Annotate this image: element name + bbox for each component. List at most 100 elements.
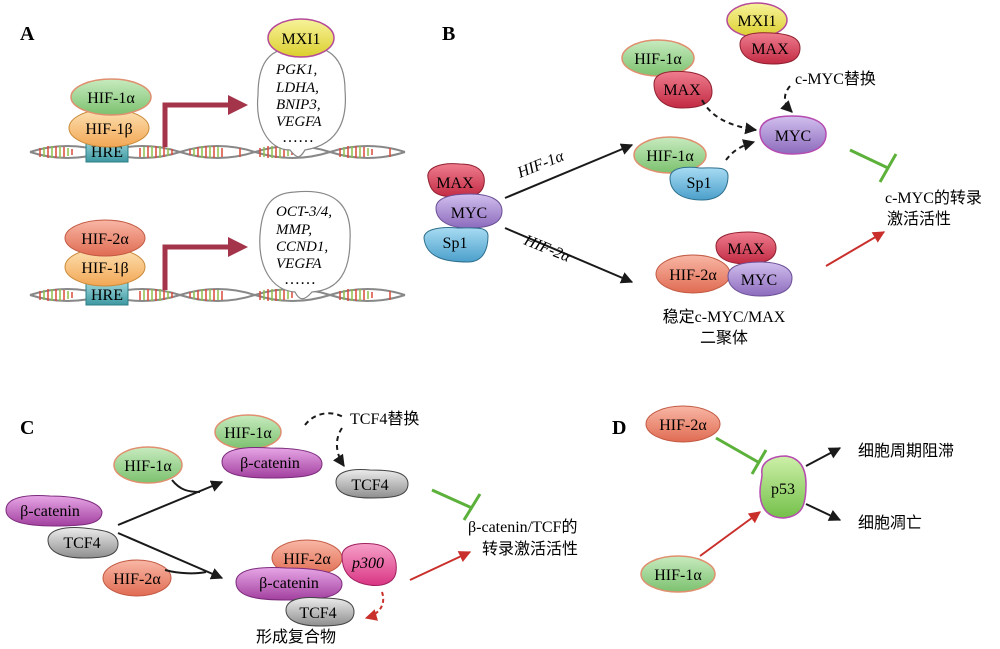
dashed-arrow-sp1-to-myc — [725, 139, 756, 161]
p300-blob — [341, 543, 397, 586]
hif2a-label-c-free: HIF-2α — [113, 571, 161, 588]
inhibit-line-b — [849, 148, 889, 170]
panel-d-label: D — [612, 417, 626, 439]
arrow-b-hif2-label: HIF-2α — [521, 232, 574, 266]
gene-top-1: PGK1, — [275, 62, 317, 78]
hif1a-label-b-mid: HIF-1α — [646, 148, 694, 165]
hif1a-label-top: HIF-1α — [87, 90, 135, 107]
myc-blob-b-stable — [727, 261, 793, 297]
gene-bottom-1: OCT-3/4, — [276, 204, 332, 220]
bcat-label-c-left: β-catenin — [20, 503, 80, 520]
tcf4-label-c-left: TCF4 — [63, 535, 100, 552]
arrow-b-hif2 — [504, 227, 634, 284]
gene-top-4: VEGFA — [276, 114, 322, 130]
arrow-c-hif2 — [117, 532, 224, 580]
mxi1-blob-a — [267, 18, 335, 58]
hif2a-label-b: HIF-2α — [669, 267, 717, 284]
tcf4-replace-label: TCF4替换 — [350, 410, 419, 428]
bcat-blob-c-top — [221, 447, 323, 479]
sp1-blob-b-left — [423, 227, 489, 263]
mxi1-label-b: MXI1 — [737, 13, 776, 30]
hif1b-label-top: HIF-1β — [85, 121, 132, 138]
hif1a-label-d: HIF-1α — [654, 567, 702, 584]
hif1a-label-c-free: HIF-1α — [124, 458, 172, 475]
p53-label: p53 — [771, 481, 795, 498]
panel-a-label: A — [20, 23, 35, 45]
hif2a-blob-c-free — [102, 559, 172, 597]
transcription-arrow-bottom — [162, 244, 230, 290]
hif1a-blob-d — [640, 555, 716, 593]
arrow-d-arrest — [805, 447, 842, 467]
dashed-arrow-max-to-myc — [701, 99, 758, 135]
tcf4-blob-c-complex — [285, 597, 355, 627]
bcat-blob-c-complex — [235, 567, 343, 601]
gene-bubble-bottom — [259, 190, 351, 300]
gene-bubble-top — [256, 45, 347, 158]
myc-replace-label: c-MYC替换 — [795, 70, 876, 88]
max-label-b-stable: MAX — [727, 241, 765, 258]
max-label-b-left: MAX — [436, 175, 474, 192]
apoptosis-label: 细胞凋亡 — [858, 514, 922, 532]
dna-strand-bottom — [29, 288, 406, 302]
max-blob-b-stable — [715, 231, 777, 265]
inhibit-line-d — [715, 436, 759, 464]
hre-label-top: HRE — [91, 144, 123, 161]
sp1-label-b-mid: Sp1 — [687, 175, 712, 192]
bcat-blob-c-left — [5, 495, 103, 527]
bcat-label-c-top: β-catenin — [240, 455, 300, 472]
stable-dimer-line1: 稳定c-MYC/MAX — [663, 308, 786, 326]
cell-cycle-arrest-label: 细胞周期阻滞 — [858, 442, 954, 460]
inhibit-line-c — [431, 488, 473, 510]
max-label-b-mxi: MAX — [751, 41, 789, 58]
dashed-arrow-replace-to-myc — [780, 85, 793, 113]
gene-bottom-3: CCND1, — [276, 239, 328, 255]
hif2a-label-d: HIF-2α — [659, 417, 707, 434]
hif1a-blob-top — [70, 78, 152, 116]
hre-label-bottom: HRE — [91, 287, 123, 304]
panel-b-label: B — [442, 23, 455, 45]
sp1-label-b-left: Sp1 — [443, 235, 468, 252]
myc-label-b-stable: MYC — [741, 272, 777, 289]
hif1a-label-b-top: HIF-1α — [634, 51, 682, 68]
myc-activity-line2: 激活活性 — [887, 210, 951, 228]
myc-blob-b-left — [435, 193, 503, 229]
panel-c-label: C — [20, 417, 34, 439]
myc-label-b-left: MYC — [451, 205, 487, 222]
tcf4-blob-c-left — [47, 527, 119, 559]
hif2a-label-a: HIF-2α — [81, 231, 129, 248]
max-blob-b-mxi — [739, 32, 801, 65]
bcat-activity-line1: β-catenin/TCF的 — [468, 518, 577, 536]
gene-bottom-dots: …… — [284, 271, 316, 288]
max-blob-b-top — [653, 70, 713, 109]
gene-bottom-2: MMP, — [275, 222, 312, 238]
hif1a-blob-b-mid — [633, 136, 707, 174]
myc-label-b-center: MYC — [775, 128, 811, 145]
hif2a-blob-d — [645, 405, 721, 443]
activate-arrow-c — [409, 551, 472, 581]
arrow-b-hif1 — [504, 143, 634, 199]
hif2a-label-c-complex: HIF-2α — [283, 551, 331, 568]
arrow-d-apoptosis — [805, 503, 842, 521]
bcat-label-c-complex: β-catenin — [259, 575, 319, 592]
hif2a-blob-a — [64, 219, 146, 257]
gene-top-dots: …… — [282, 129, 314, 146]
tcf4-blob-c-free — [335, 469, 409, 499]
myc-blob-b-center — [759, 115, 827, 155]
bcat-activity-line2: 转录激活活性 — [482, 540, 578, 558]
mxi1-label-a: MXI1 — [281, 31, 320, 48]
tcf4-label-c-free: TCF4 — [351, 477, 388, 494]
gene-bottom-4: VEGFA — [276, 256, 322, 272]
p53-blob — [759, 455, 807, 519]
myc-activity-line1: c-MYC的转录 — [885, 189, 982, 207]
stable-dimer-line2: 二聚体 — [700, 329, 748, 347]
hif1a-label-c-top: HIF-1α — [224, 425, 272, 442]
transcription-arrow-top — [162, 102, 230, 147]
max-blob-b-left — [427, 163, 485, 198]
gene-top-3: BNIP3, — [276, 97, 321, 113]
max-label-b-top: MAX — [663, 82, 701, 99]
arrow-b-hif1-label: HIF-1α — [514, 148, 567, 182]
sp1-blob-b-mid — [669, 166, 729, 201]
gene-top-2: LDHA, — [275, 80, 319, 96]
p300-label: p300 — [351, 555, 384, 572]
